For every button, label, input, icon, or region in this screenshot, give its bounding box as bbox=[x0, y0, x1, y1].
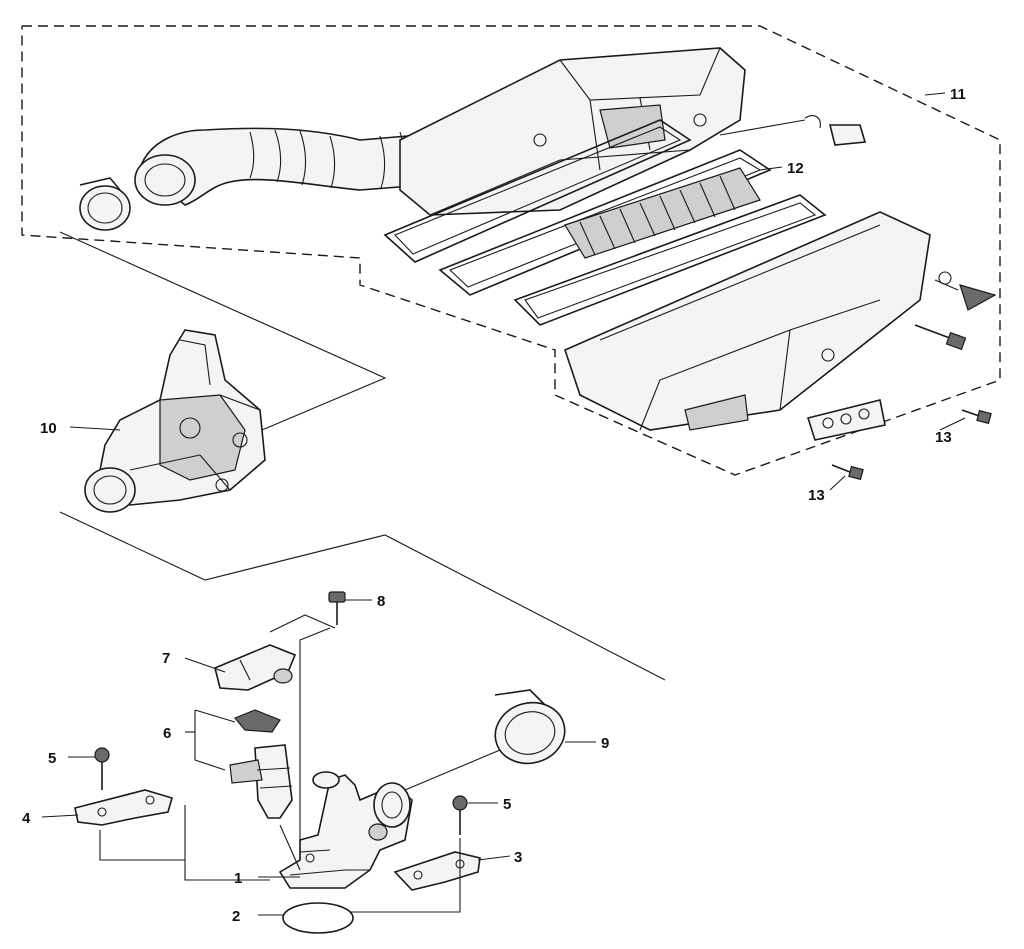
callout-12: 12 bbox=[787, 160, 804, 177]
lower-assembly-lines bbox=[99, 627, 501, 913]
air-filter-element bbox=[564, 167, 761, 259]
air-box-lower-cover bbox=[564, 211, 931, 431]
manifold-gasket bbox=[282, 902, 354, 934]
callout-7: 7 bbox=[162, 650, 170, 667]
duct-hose-clamp bbox=[79, 177, 131, 231]
bracket-4 bbox=[74, 789, 173, 826]
callout-1: 1 bbox=[234, 870, 242, 887]
callout-13-bottom: 13 bbox=[808, 487, 825, 504]
drain-cap bbox=[934, 271, 997, 311]
housing-gasket-outer bbox=[383, 119, 692, 263]
fuel-injector bbox=[229, 744, 293, 819]
screw-5-left bbox=[94, 747, 110, 790]
screw-5-right bbox=[452, 795, 468, 835]
leader-lines bbox=[41, 92, 966, 916]
callout-6: 6 bbox=[163, 725, 171, 742]
callout-9: 9 bbox=[601, 735, 609, 752]
screw-13-right bbox=[961, 409, 992, 425]
air-cleaner-group-boundary bbox=[21, 25, 1001, 476]
leader-6 bbox=[185, 709, 236, 771]
cover-long-bolt bbox=[914, 324, 967, 351]
bolt-8 bbox=[269, 591, 346, 633]
screw-13-bottom bbox=[831, 464, 864, 481]
callout-4: 4 bbox=[22, 810, 31, 827]
intake-manifold bbox=[278, 771, 413, 889]
cover-gasket bbox=[513, 194, 827, 326]
air-box-upper-housing bbox=[399, 47, 746, 216]
callout-5-left: 5 bbox=[48, 750, 56, 767]
callout-13-right: 13 bbox=[935, 429, 952, 446]
intake-duct-hose bbox=[134, 127, 426, 206]
sensor-7 bbox=[214, 644, 297, 691]
bracket-3 bbox=[393, 851, 481, 891]
callout-labels: 1 2 3 4 5 5 6 7 8 9 10 11 12 13 13 bbox=[22, 86, 966, 925]
injector-clip-6 bbox=[234, 709, 281, 733]
callout-3: 3 bbox=[514, 849, 522, 866]
callout-5-right: 5 bbox=[503, 796, 511, 813]
callout-8: 8 bbox=[377, 593, 385, 610]
grommet-plate bbox=[806, 399, 886, 441]
throttle-body bbox=[84, 329, 266, 513]
throttle-body-boundary bbox=[59, 231, 666, 681]
callout-10: 10 bbox=[40, 420, 57, 437]
breather-fitting bbox=[719, 115, 867, 146]
callout-11: 11 bbox=[950, 86, 966, 103]
hose-clamp-9 bbox=[494, 689, 566, 765]
callout-2: 2 bbox=[232, 908, 240, 925]
